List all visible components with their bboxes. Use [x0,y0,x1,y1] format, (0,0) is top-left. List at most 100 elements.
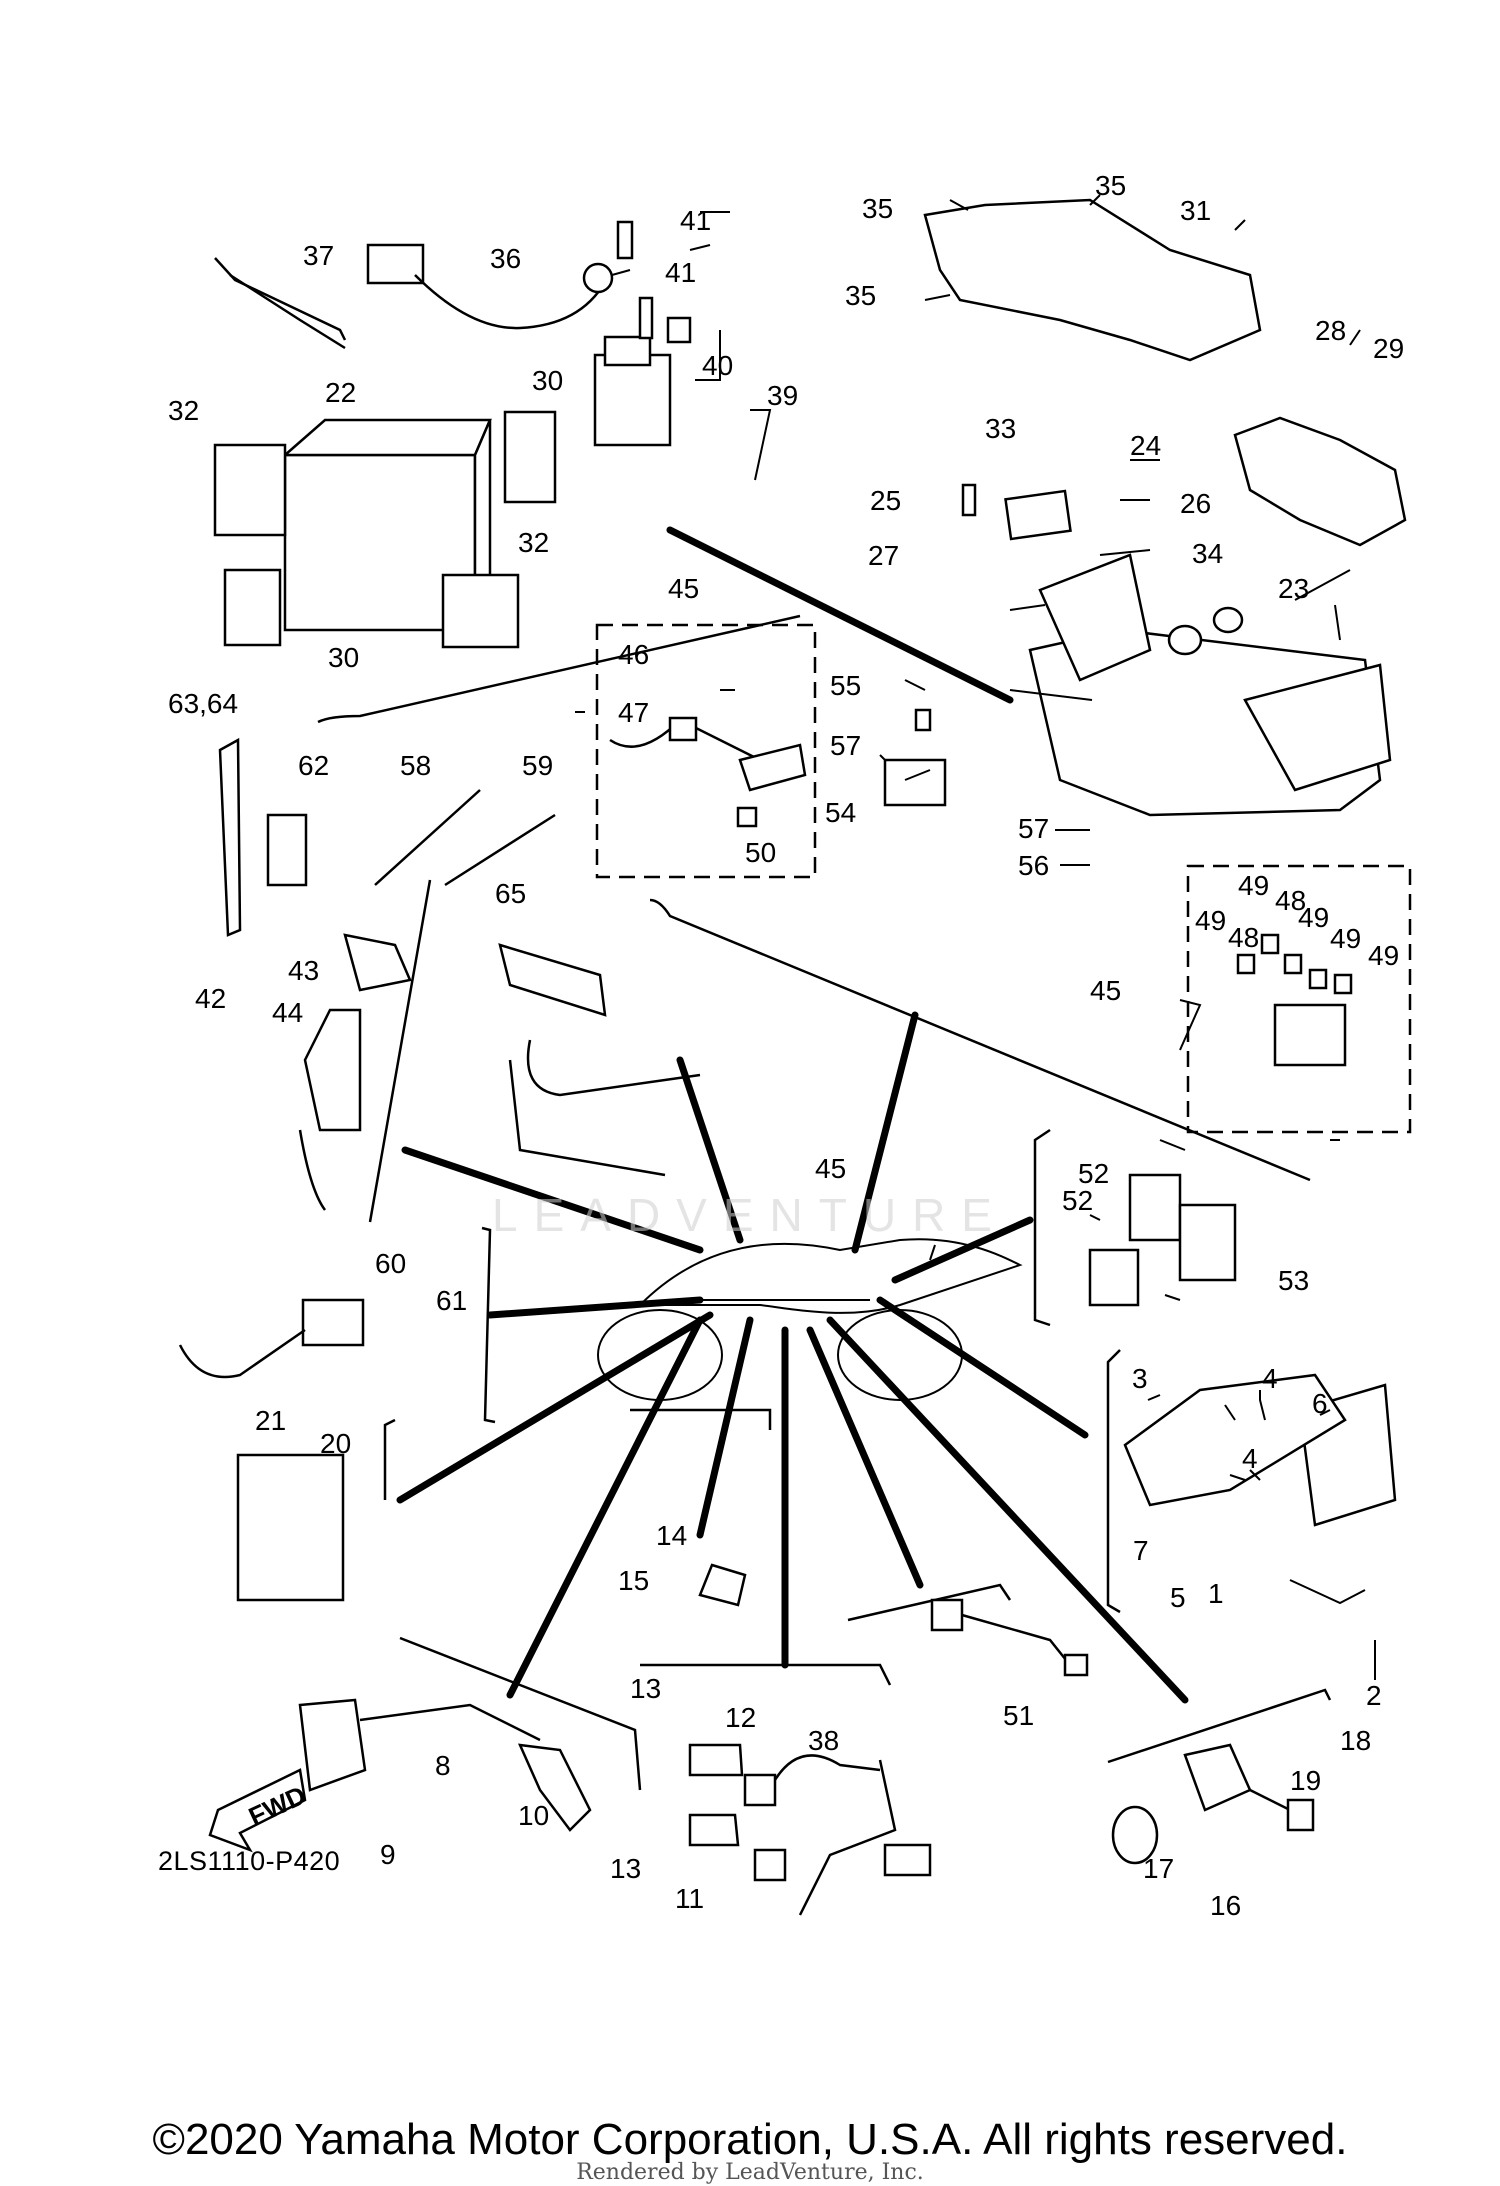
callout-21: 21 [255,1405,286,1436]
callout-48b: 48 [1275,885,1306,916]
callout-37: 37 [303,240,334,271]
ignition-coil [298,1698,367,1792]
callout-13b: 13 [610,1853,641,1884]
callout-25: 25 [870,485,901,516]
callout-18: 18 [1340,1725,1371,1756]
callout-57a: 57 [830,730,861,761]
leader-lines [396,526,1189,1704]
callout-35b: 35 [1095,170,1126,201]
fwd-arrow: FWD [208,1768,310,1853]
rendered-by-notice: Rendered by LeadVenture, Inc. [576,2160,924,2185]
sub-harness-box [595,623,817,879]
group-outlines [317,614,1332,1791]
callout-56: 56 [1018,850,1049,881]
callout-3: 3 [1132,1363,1148,1394]
callout-48a: 48 [1228,922,1259,953]
callout-38: 38 [808,1725,839,1756]
callout-8: 8 [435,1750,451,1781]
callout-35c: 35 [845,280,876,311]
callout-45c: 45 [815,1153,846,1184]
callout-61: 61 [436,1285,467,1316]
callout-30a: 30 [532,365,563,396]
callout-49d: 49 [1330,923,1361,954]
callout-36: 36 [490,243,521,274]
callout-49e: 49 [1368,940,1399,971]
callout-60: 60 [375,1248,406,1279]
watermark: LEADVENTURE [492,1189,1008,1241]
callout-10: 10 [518,1800,549,1831]
callout-20: 20 [320,1428,351,1459]
upper-bracket [923,198,1262,362]
callout-12: 12 [725,1702,756,1733]
callout-58: 58 [400,750,431,781]
callout-2: 2 [1366,1680,1382,1711]
callout-22: 22 [325,377,356,408]
misc-parts-right [688,1173,1397,1916]
relay-54 [883,758,947,807]
callout-62: 62 [298,750,329,781]
cable-tie [218,737,242,937]
callout-23: 23 [1278,573,1309,604]
battery-box-side [1038,553,1152,682]
battery-pad-bottom [441,573,520,649]
battery-band [1233,416,1407,547]
callout-35a: 35 [862,193,893,224]
starter-relay [593,353,672,447]
callout-6: 6 [1312,1388,1328,1419]
callout-27: 27 [868,540,899,571]
sub-harness-contents [609,716,807,828]
callout-17: 17 [1143,1853,1174,1884]
ecu-bracket [1123,1373,1347,1507]
callout-32a: 32 [168,395,199,426]
callout-4b: 4 [1242,1443,1258,1474]
callout-labels: 1 2 3 4 4 5 6 7 8 9 10 11 12 13 13 14 15… [168,170,1404,1921]
callout-24: 24 [1130,430,1161,461]
battery-pad-left [213,443,287,537]
callout-65: 65 [495,878,526,909]
callout-39: 39 [767,380,798,411]
callout-49a: 49 [1195,905,1226,936]
callout-44: 44 [272,997,303,1028]
callout-49b: 49 [1238,870,1269,901]
callout-45a: 45 [668,573,699,604]
callout-leaders [575,194,1376,1680]
callout-41a: 41 [680,205,711,236]
vehicle-silhouette [597,1238,1023,1401]
sensor-11 [688,1813,740,1847]
callout-49c: 49 [1298,902,1329,933]
callout-52b: 52 [1062,1185,1093,1216]
battery-pad-front [223,568,282,647]
battery-pad-right [503,410,557,504]
tail-light [498,943,607,1017]
callout-53: 53 [1278,1265,1309,1296]
callout-26: 26 [1180,488,1211,519]
callout-4a: 4 [1262,1363,1278,1394]
callout-16: 16 [1210,1890,1241,1921]
rectifier-regulator [236,1453,345,1602]
callout-47: 47 [618,697,649,728]
thermo-sensor-14 [698,1563,747,1607]
battery-cable [366,243,425,285]
sensor-16 [1183,1743,1252,1812]
cover [1004,489,1072,541]
callout-9: 9 [380,1839,396,1870]
callout-11: 11 [675,1883,704,1914]
sensor-12 [688,1743,744,1777]
sensor-51 [930,1598,964,1632]
relay-53 [1178,1203,1237,1282]
callout-14: 14 [656,1520,687,1551]
callout-13a: 13 [630,1673,661,1704]
fuse [666,316,692,344]
battery-group [213,220,692,649]
callout-41b: 41 [665,257,696,288]
diagram-code: 2LS1110-P420 [158,1846,341,1876]
callout-55: 55 [830,670,861,701]
callout-40: 40 [702,350,733,381]
callout-5: 5 [1170,1582,1186,1613]
callout-19: 19 [1290,1765,1321,1796]
callout-45b: 45 [1090,975,1121,1006]
callout-30b: 30 [328,642,359,673]
callout-28: 28 [1315,315,1346,346]
callout-57b: 57 [1018,813,1049,844]
